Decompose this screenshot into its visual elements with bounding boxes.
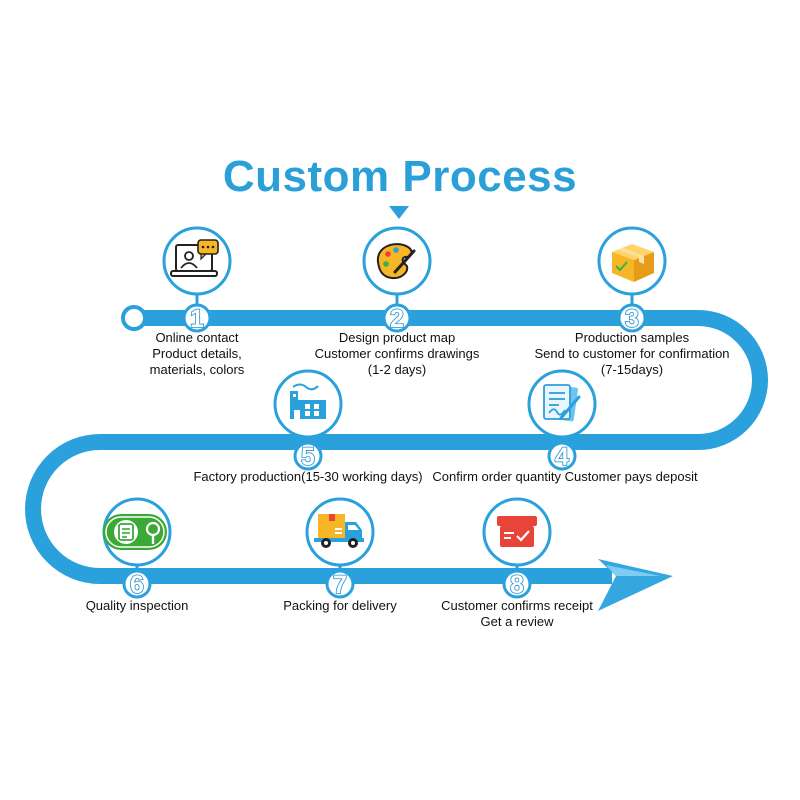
road-path (25, 310, 768, 584)
caption-line: Production samples (574, 330, 690, 345)
caption-line: Customer confirms receipt (441, 598, 593, 613)
caption-line: Customer confirms drawings (314, 346, 480, 361)
step-2-caption: Design product map Customer confirms dra… (297, 330, 497, 378)
step-7-icon-badge (305, 497, 375, 567)
road-start-circle (121, 305, 147, 331)
step-7-caption: Packing for delivery (265, 598, 415, 614)
caption-line: Product details, (152, 346, 242, 361)
step-1-number: 1 (190, 305, 204, 333)
step-3-number-badge: 3 (617, 303, 647, 334)
caption-line: Packing for delivery (283, 598, 397, 613)
step-5-caption: Factory production(15-30 working days) (173, 469, 443, 485)
step-4-number-badge: 4 (547, 441, 577, 472)
receipt-box-icon (497, 516, 537, 547)
step-4-number: 4 (555, 443, 569, 471)
step-6-icon-badge (102, 497, 172, 567)
diagram-title: Custom Process (222, 152, 578, 201)
step-6-number-badge: 6 (122, 569, 152, 600)
step-numbers: 1 2 3 4 5 6 7 (122, 303, 647, 600)
caption-line: Quality inspection (85, 598, 189, 613)
step-3-icon-badge (597, 226, 667, 296)
signed-document-icon (543, 384, 581, 422)
step-8-icon-badge (482, 497, 552, 567)
step-5-number-badge: 5 (293, 441, 323, 472)
step-3-number: 3 (625, 305, 639, 333)
factory-icon (290, 383, 326, 419)
step-6-number: 6 (130, 571, 144, 599)
paint-palette-icon (376, 243, 416, 280)
step-5-icon-badge (273, 369, 343, 439)
step-2-icon-badge (362, 226, 432, 296)
step-7-number: 7 (333, 571, 347, 599)
step-8-number: 8 (510, 571, 524, 599)
caption-line: (1-2 days) (367, 362, 427, 377)
step-7-number-badge: 7 (325, 569, 355, 600)
step-8-number-badge: 8 (502, 569, 532, 600)
step-1-caption: Online contact Product details, material… (97, 330, 297, 378)
caption-line: Confirm order quantity Customer pays dep… (432, 469, 698, 484)
caption-line: Factory production(15-30 working days) (193, 469, 423, 484)
caption-line: Get a review (480, 614, 554, 629)
caption-line: Send to customer for confirmation (534, 346, 730, 361)
step-2-number-badge: 2 (382, 303, 412, 334)
package-box-icon (612, 244, 654, 282)
delivery-truck-icon (314, 514, 364, 548)
step-5-number: 5 (301, 443, 315, 471)
caption-line: materials, colors (149, 362, 245, 377)
caption-line: (7-15days) (600, 362, 664, 377)
step-2-number: 2 (390, 305, 404, 333)
online-contact-icon (170, 239, 219, 277)
step-4-icon-badge (527, 369, 597, 439)
road-end-arrow-highlight (606, 565, 660, 576)
step-3-caption: Production samples Send to customer for … (517, 330, 747, 378)
quality-inspection-icon (103, 514, 167, 550)
caption-line: Online contact (155, 330, 239, 345)
step-1-number-badge: 1 (182, 303, 212, 334)
pointer-triangle (389, 206, 409, 219)
caption-line: Design product map (338, 330, 456, 345)
step-4-caption: Confirm order quantity Customer pays dep… (420, 469, 710, 485)
step-1-icon-badge (162, 226, 232, 296)
step-6-caption: Quality inspection (67, 598, 207, 614)
step-8-caption: Customer confirms receipt Get a review (427, 598, 607, 630)
